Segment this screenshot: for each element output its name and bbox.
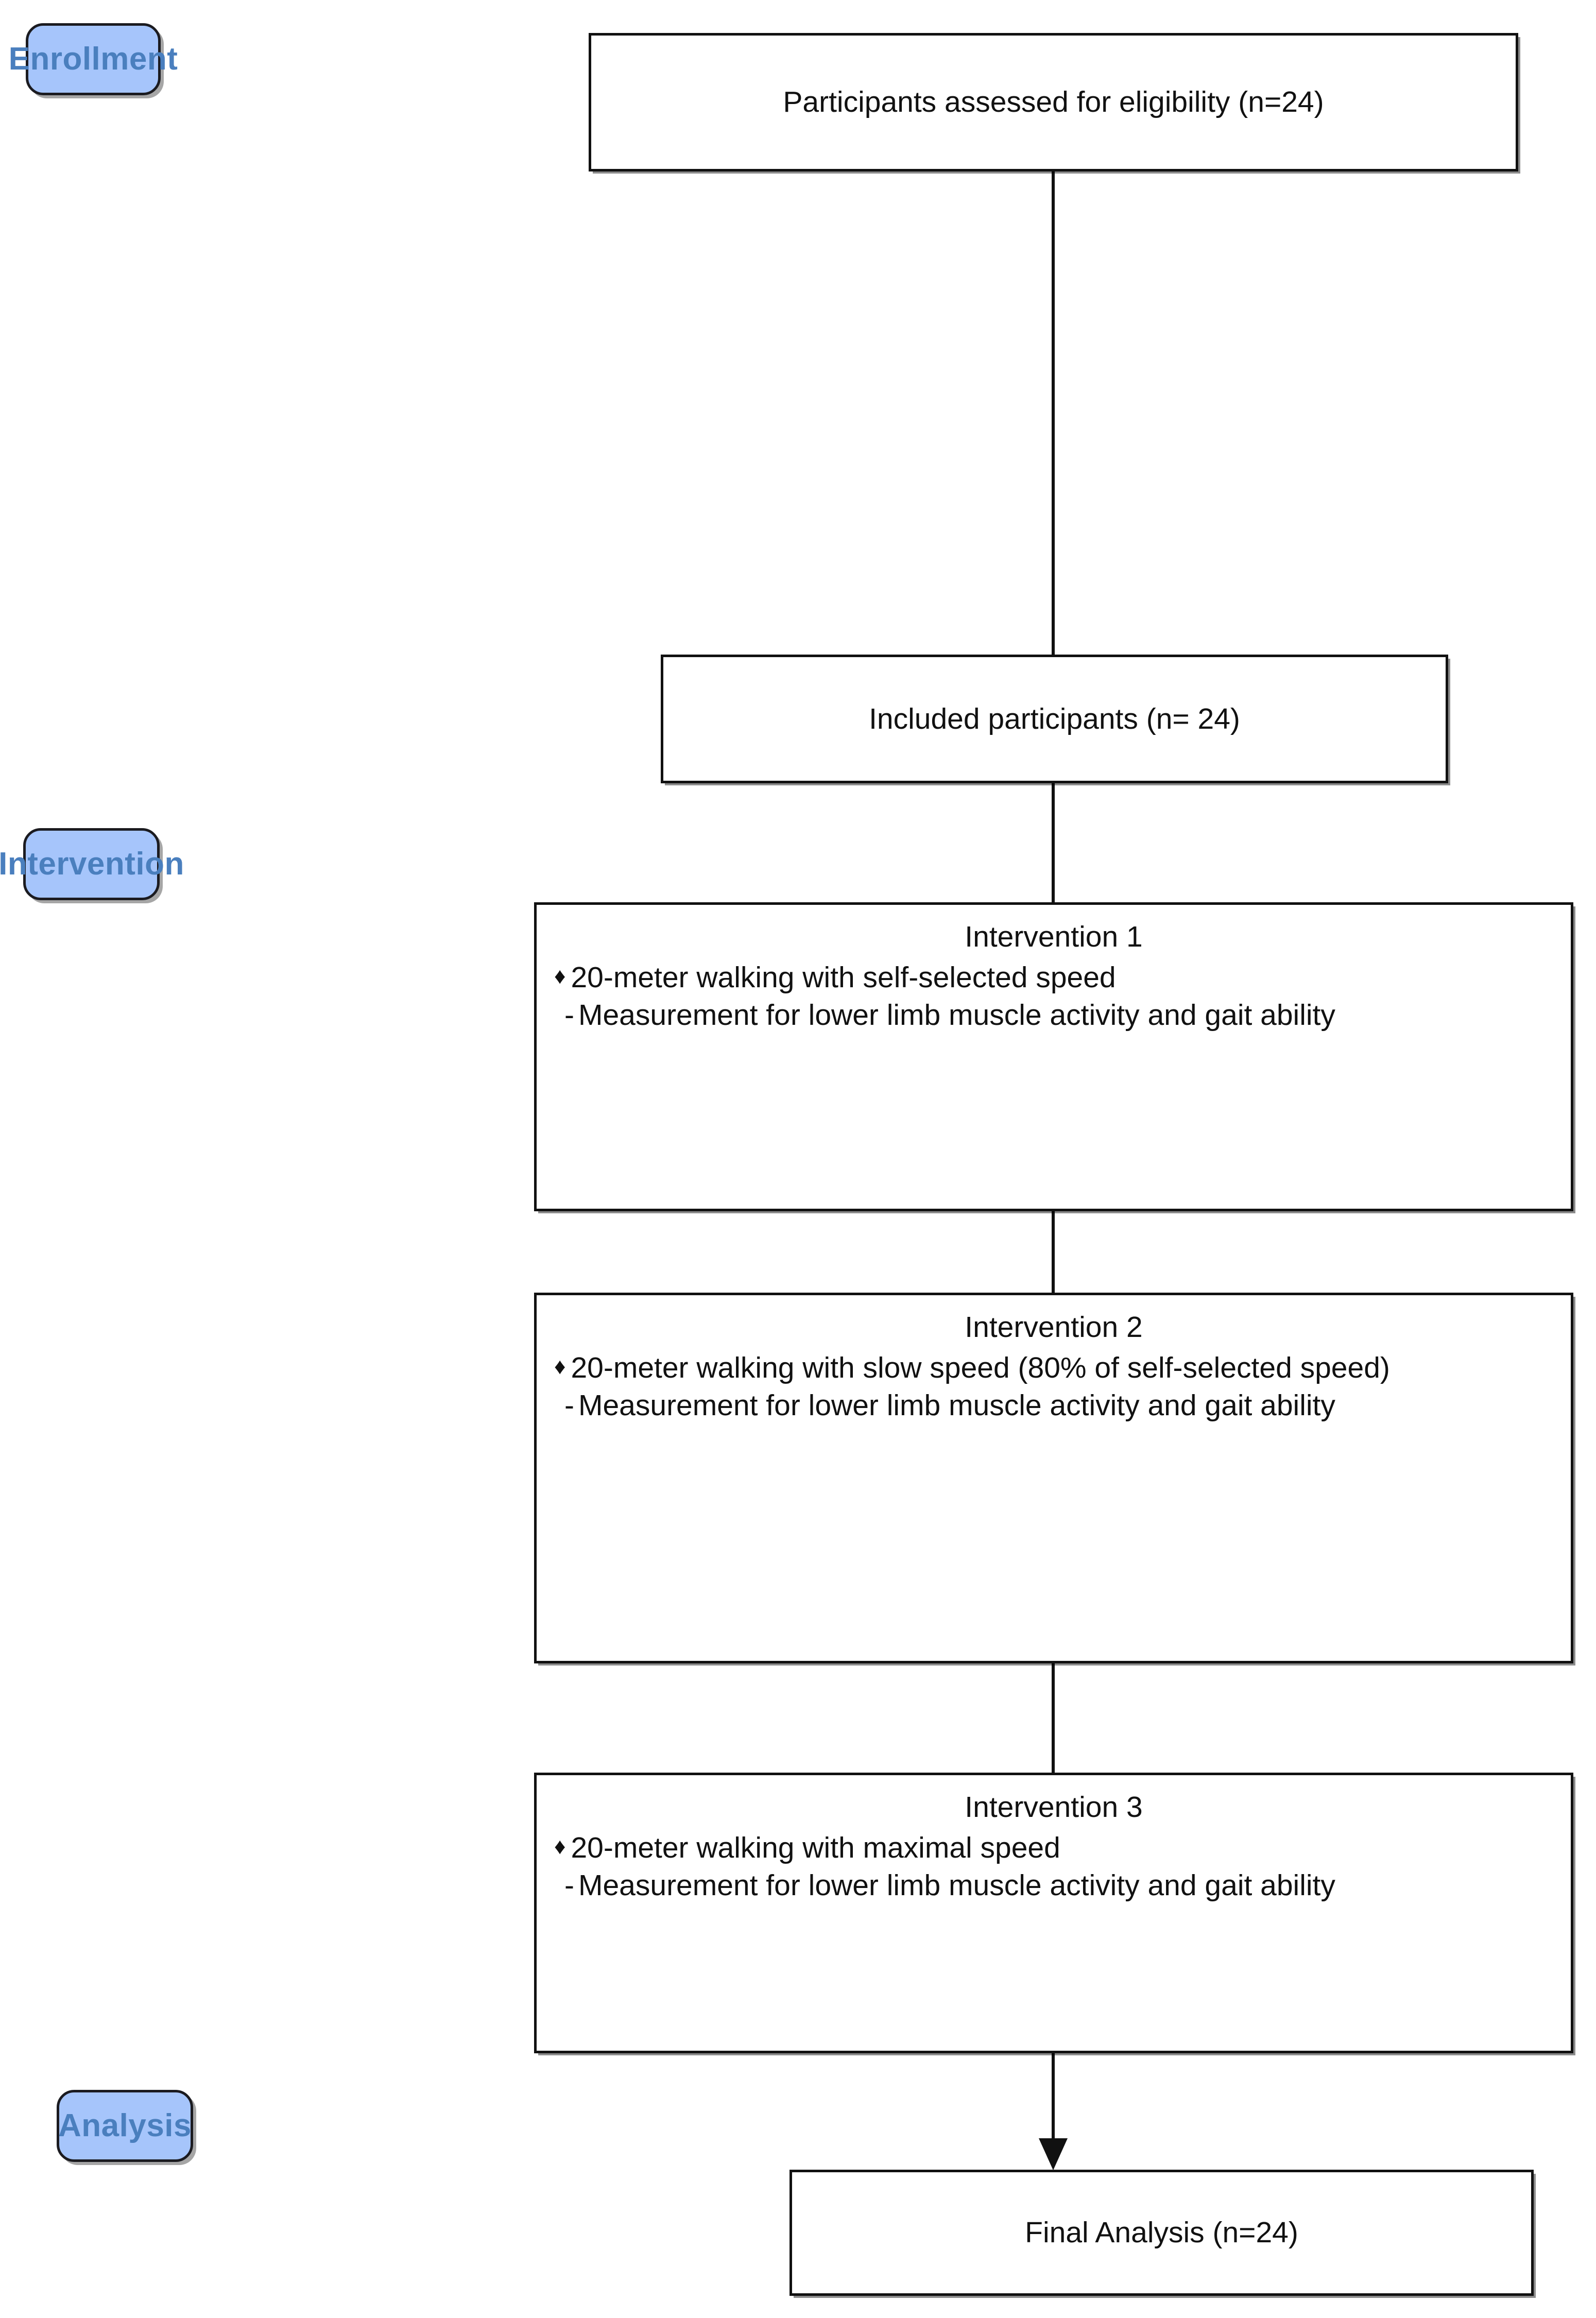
- dash-bullet-icon: -: [564, 998, 574, 1032]
- node-intervention-2: Intervention 2 ♦20-meter walking with sl…: [534, 1293, 1573, 1663]
- node-intervention-1-bullet-text: 20-meter walking with self-selected spee…: [571, 960, 1116, 994]
- diamond-bullet-icon: ♦: [554, 963, 566, 989]
- node-intervention-2-dash-line: -Measurement for lower limb muscle activ…: [554, 1387, 1553, 1424]
- node-final-analysis: Final Analysis (n=24): [790, 2170, 1534, 2296]
- node-intervention-1-bullet-line: ♦20-meter walking with self-selected spe…: [554, 959, 1553, 997]
- stage-badge-analysis: Analysis: [57, 2090, 193, 2162]
- node-eligibility-label: Participants assessed for eligibility (n…: [783, 85, 1324, 119]
- node-intervention-2-body: Intervention 2 ♦20-meter walking with sl…: [537, 1295, 1571, 1424]
- stage-badge-intervention-label: Intervention: [0, 846, 184, 882]
- diamond-bullet-icon: ♦: [554, 1833, 566, 1859]
- node-intervention-3: Intervention 3 ♦20-meter walking with ma…: [534, 1773, 1573, 2053]
- node-intervention-3-bullet-text: 20-meter walking with maximal speed: [571, 1831, 1060, 1864]
- node-intervention-3-dash-text: Measurement for lower limb muscle activi…: [578, 1868, 1335, 1902]
- stage-badge-analysis-label: Analysis: [58, 2108, 192, 2143]
- node-intervention-3-dash-line: -Measurement for lower limb muscle activ…: [554, 1867, 1553, 1904]
- diamond-bullet-icon: ♦: [554, 1353, 566, 1379]
- connector-intervention1-to-intervention2: [1052, 1211, 1055, 1293]
- node-intervention-2-bullet-line: ♦20-meter walking with slow speed (80% o…: [554, 1349, 1553, 1387]
- stage-badge-enrollment: Enrollment: [9, 23, 178, 95]
- node-intervention-3-body: Intervention 3 ♦20-meter walking with ma…: [537, 1775, 1571, 1904]
- node-intervention-2-title: Intervention 2: [965, 1311, 1143, 1344]
- connector-intervention2-to-intervention3: [1052, 1663, 1055, 1773]
- node-intervention-3-bullet-line: ♦20-meter walking with maximal speed: [554, 1829, 1553, 1867]
- node-intervention-1-dash-text: Measurement for lower limb muscle activi…: [578, 998, 1335, 1032]
- node-intervention-1-dash-line: -Measurement for lower limb muscle activ…: [554, 997, 1553, 1034]
- stage-badge-intervention: Intervention: [0, 828, 184, 900]
- node-eligibility: Participants assessed for eligibility (n…: [589, 33, 1518, 171]
- node-included-participants-label: Included participants (n= 24): [869, 702, 1240, 735]
- node-intervention-1: Intervention 1 ♦20-meter walking with se…: [534, 902, 1573, 1211]
- connector-eligibility-to-included: [1052, 171, 1055, 656]
- node-intervention-1-title: Intervention 1: [965, 920, 1143, 953]
- dash-bullet-icon: -: [564, 1868, 574, 1902]
- node-intervention-2-dash-text: Measurement for lower limb muscle activi…: [578, 1388, 1335, 1422]
- node-intervention-3-title: Intervention 3: [965, 1791, 1143, 1824]
- connector-included-to-intervention1: [1052, 783, 1055, 903]
- dash-bullet-icon: -: [564, 1388, 574, 1422]
- node-intervention-2-bullet-text: 20-meter walking with slow speed (80% of…: [571, 1351, 1390, 1384]
- connector-intervention3-to-final: [1052, 2052, 1055, 2140]
- stage-badge-enrollment-label: Enrollment: [8, 41, 178, 77]
- node-final-analysis-label: Final Analysis (n=24): [1025, 2216, 1298, 2250]
- node-intervention-1-body: Intervention 1 ♦20-meter walking with se…: [537, 905, 1571, 1034]
- node-included-participants: Included participants (n= 24): [661, 655, 1448, 783]
- arrowhead-into-final-analysis: [1039, 2138, 1068, 2170]
